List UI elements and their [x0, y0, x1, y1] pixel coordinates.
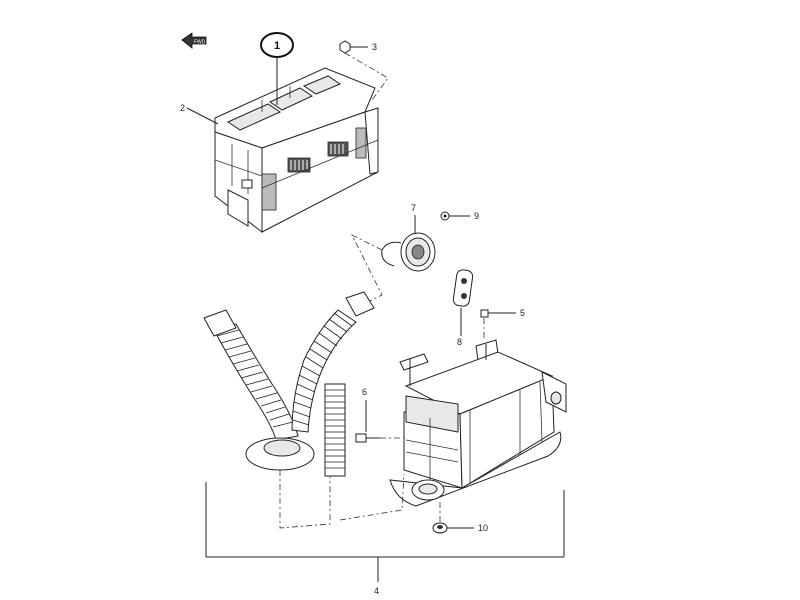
callout-10-label: 10	[478, 523, 488, 533]
callout-1-label: 1	[274, 40, 280, 52]
part-6-screw: 6	[355, 387, 404, 443]
callout-2: 2	[180, 103, 219, 125]
callout-3-label: 3	[372, 42, 377, 52]
y-duct-hose	[203, 291, 375, 471]
callout-4-label: 4	[374, 586, 379, 596]
straight-hose	[324, 383, 346, 477]
part-8-clip: 8	[452, 269, 474, 347]
callout-5-label: 5	[520, 308, 525, 318]
callout-6-label: 6	[362, 387, 367, 397]
assembly-guide-lines	[279, 470, 405, 529]
callout-8-label: 8	[457, 337, 462, 347]
callout-7-label: 7	[411, 203, 416, 213]
part-10-grommet: 10	[432, 500, 488, 534]
part-9-nut: 9	[440, 211, 479, 221]
callout-4-bracket: 4	[205, 482, 565, 596]
callout-1: 1	[260, 32, 294, 105]
part-5-clip: 5	[480, 308, 525, 340]
callout-9-label: 9	[474, 211, 479, 221]
part-7-round-vent: 7	[351, 203, 436, 306]
fwd-text: FWD	[194, 40, 206, 46]
heater-box-assembly	[389, 339, 567, 507]
callout-2-label: 2	[180, 103, 185, 113]
upper-duct-housing	[214, 67, 379, 234]
part-3-bolt: 3	[339, 40, 389, 101]
forward-direction-arrow-icon: FWD	[181, 32, 207, 49]
